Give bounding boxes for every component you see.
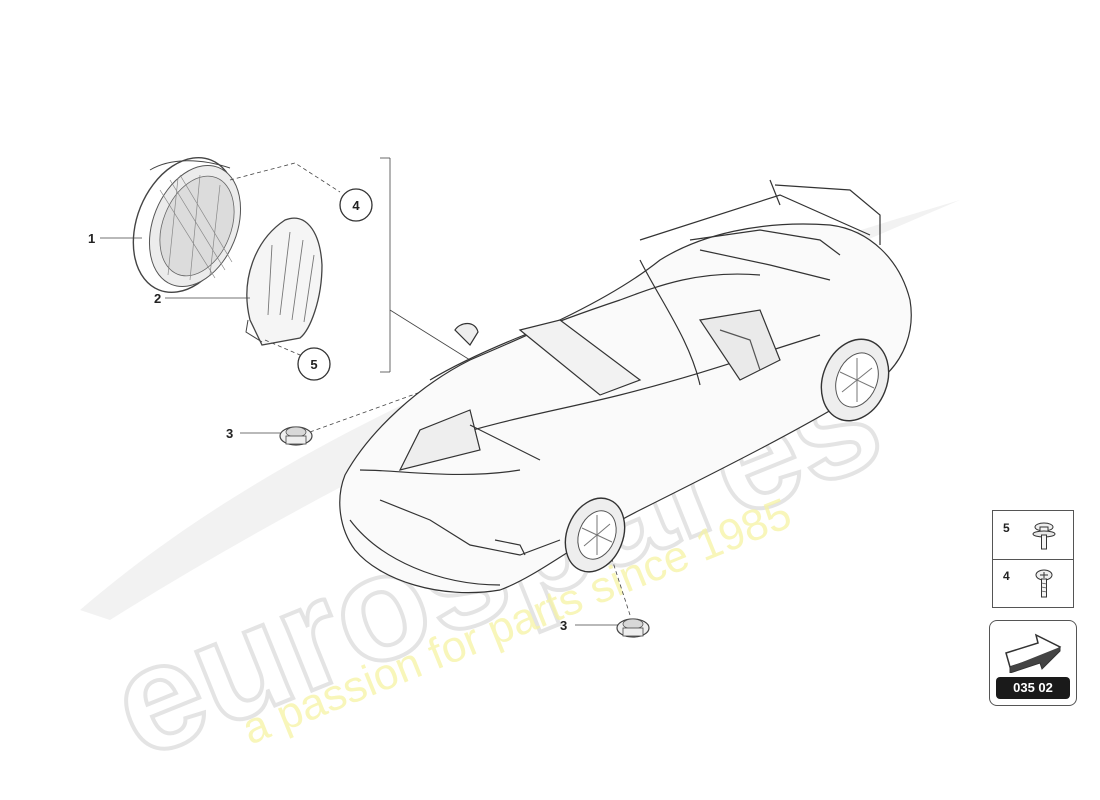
legend-row-label: 4 bbox=[1003, 569, 1010, 583]
watermark-swoosh bbox=[80, 200, 960, 620]
callout-5: 5 bbox=[297, 347, 331, 381]
callout-3-upper-label: 3 bbox=[226, 426, 233, 441]
flange-screw-icon bbox=[1032, 522, 1056, 550]
direction-arrow-icon bbox=[1005, 633, 1062, 673]
car-illustration bbox=[339, 179, 912, 594]
legend-row: 5 bbox=[993, 511, 1073, 560]
legend-row: 4 bbox=[993, 559, 1073, 607]
callout-4: 4 bbox=[339, 188, 373, 222]
reference-box: 035 02 bbox=[989, 620, 1077, 706]
car-wheels bbox=[564, 338, 890, 573]
hardware-legend: 5 4 bbox=[992, 510, 1074, 608]
connector-part-3-upper bbox=[279, 426, 313, 446]
callout-2-label: 2 bbox=[154, 291, 161, 306]
pan-screw-icon bbox=[1035, 569, 1053, 598]
callout-1-label: 1 bbox=[88, 231, 95, 246]
callout-3-lower-label: 3 bbox=[560, 618, 567, 633]
bracket-part-2 bbox=[245, 217, 323, 346]
reference-code: 035 02 bbox=[996, 677, 1070, 699]
callout-5-label: 5 bbox=[310, 357, 317, 372]
callout-4-label: 4 bbox=[352, 198, 360, 213]
legend-row-label: 5 bbox=[1003, 521, 1010, 535]
speaker-part-1 bbox=[132, 156, 242, 294]
connector-part-3-lower bbox=[616, 618, 650, 638]
